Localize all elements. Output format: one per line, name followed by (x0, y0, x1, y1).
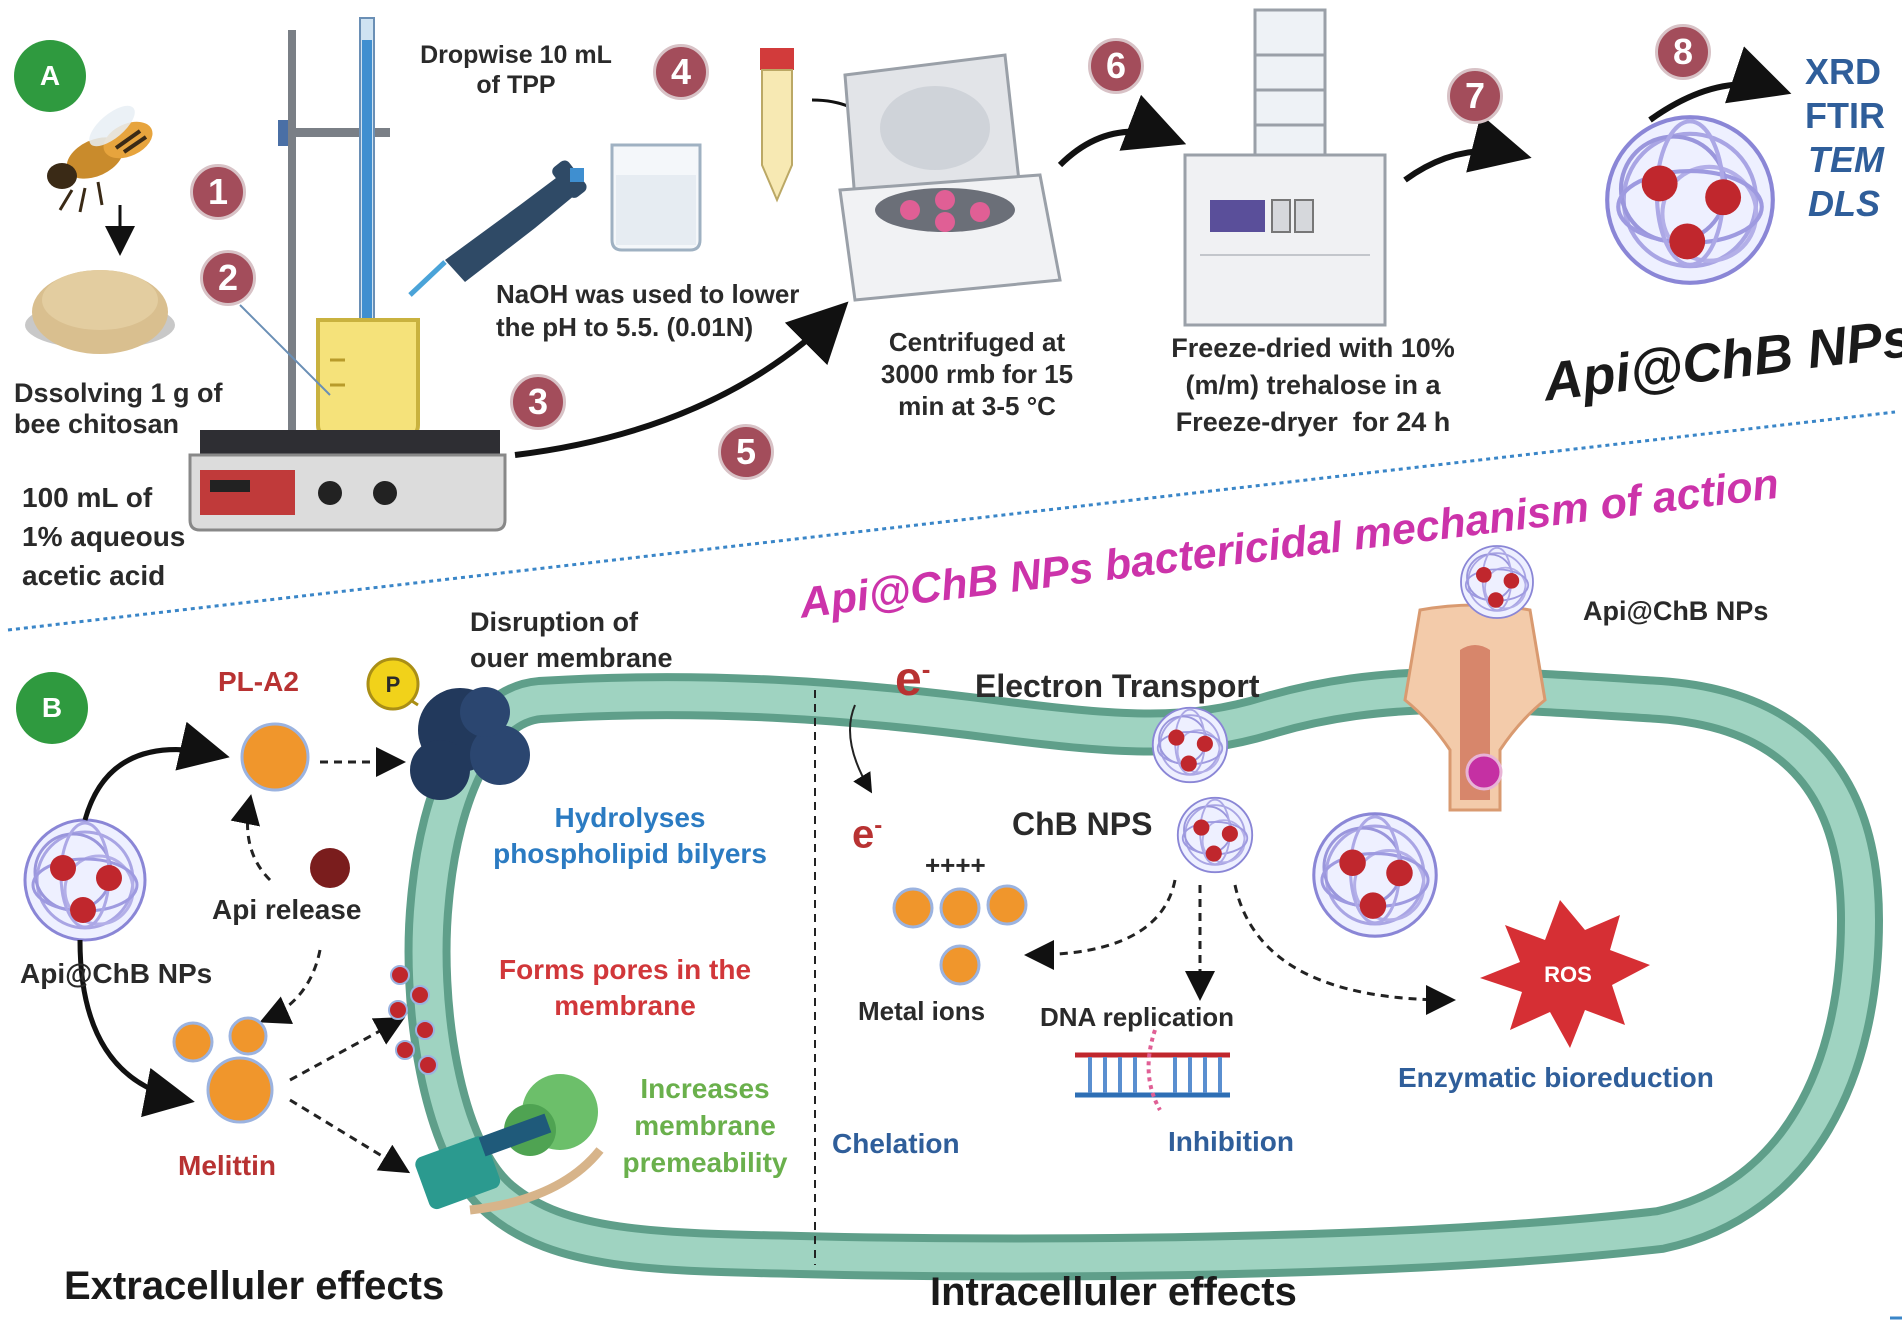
pipette-icon (408, 160, 587, 297)
acetic-acid-text: 100 mL of 1% aqueous acetic acid (22, 482, 186, 591)
ros-label: ROS (1544, 962, 1592, 987)
intracellular-heading: Intracelluler effects (930, 1270, 1297, 1314)
nanoparticle-icon (1176, 796, 1254, 874)
pla2-label: PL-A2 (218, 666, 299, 697)
ftir-label: FTIR (1805, 95, 1885, 136)
dna-icon (1075, 1029, 1230, 1111)
nanoparticle-icon (1151, 706, 1229, 784)
freeze-dryer-icon (1183, 8, 1387, 327)
hydrolyses-label: Hydrolyses phospholipid bilyers (493, 802, 767, 869)
step-4-badge: 4 (653, 44, 709, 100)
dissolving-text: Dssolving 1 g of bee chitosan (14, 378, 223, 439)
api-release-label: Api release (212, 894, 362, 925)
dna-replication-label: DNA replication (1040, 1002, 1235, 1032)
channel-protein-icon (415, 1074, 604, 1215)
step-6-badge: 6 (1088, 38, 1144, 94)
stirrer-icon (188, 430, 507, 532)
step-3-badge: 3 (510, 374, 566, 430)
step-5-badge: 5 (718, 424, 774, 480)
electron-transport-label: Electron Transport (975, 668, 1260, 704)
nanoparticle-icon (1312, 812, 1438, 938)
centrifuge-text: Centrifuged at 3000 rmb for 15 min at 3-… (880, 327, 1074, 421)
nanoparticle-icon (1460, 545, 1534, 619)
metal-ions-label: Metal ions (858, 996, 986, 1026)
dls-label: DLS (1808, 183, 1880, 224)
chitosan-dish-icon (25, 270, 175, 354)
nanoparticle-icon (1607, 117, 1773, 283)
melittin-icon (172, 1016, 274, 1124)
centrifuge-icon (838, 53, 1062, 302)
step-2-badge: 2 (200, 250, 256, 306)
charge-label: ++++ (925, 850, 986, 880)
electron-symbol: e- (895, 653, 931, 706)
np-top-right-label: Api@ChB NPs (1583, 596, 1769, 626)
electron-symbol-2: e- (852, 812, 883, 857)
phosphate-label: P (385, 672, 401, 697)
nanoparticle-icon (23, 818, 147, 942)
tpp-text: Dropwise 10 mL of TPP (420, 41, 612, 99)
pores-label: Forms pores in the membrane (498, 954, 752, 1021)
step-8-badge: 8 (1655, 24, 1711, 80)
phosphate-icon (366, 657, 420, 711)
melittin-label: Melittin (178, 1150, 276, 1181)
xrd-label: XRD (1805, 51, 1882, 92)
beaker-icon (316, 318, 420, 437)
pla2-enzyme-icon (240, 722, 310, 792)
tem-label: TEM (1808, 139, 1884, 180)
small-beaker-icon (610, 143, 702, 252)
np-left-label: Api@ChB NPs (20, 958, 213, 989)
metal-ions-icon (892, 884, 1028, 986)
step-1-badge: 1 (190, 164, 246, 220)
extracellular-heading: Extracelluler effects (64, 1264, 445, 1308)
permeability-label: Increases membrane premeability (622, 1073, 788, 1178)
falcon-tube-icon (760, 48, 794, 203)
porin-channel-icon (1403, 603, 1547, 812)
panel-a-label: A (14, 40, 86, 112)
inhibition-label: Inhibition (1168, 1126, 1294, 1157)
chelation-label: Chelation (832, 1128, 960, 1159)
bee-icon (47, 105, 153, 213)
disruption-label: Disruption of ouer membrane (470, 607, 673, 673)
chb-nps-label: ChB NPS (1012, 806, 1153, 842)
membrane-disruption-icon (410, 687, 530, 800)
pore-dots-icon (388, 965, 438, 1075)
panel-b-label: B (16, 672, 88, 744)
ros-burst-icon (1480, 900, 1650, 1048)
step-7-badge: 7 (1447, 68, 1503, 124)
naoh-text: NaOH was used to lower the pH to 5.5. (0… (496, 279, 800, 342)
enzymatic-label: Enzymatic bioreduction (1398, 1062, 1714, 1093)
api-particle-icon (310, 848, 350, 888)
freeze-dry-text: Freeze-dried with 10% (m/m) trehalose in… (1171, 333, 1455, 437)
